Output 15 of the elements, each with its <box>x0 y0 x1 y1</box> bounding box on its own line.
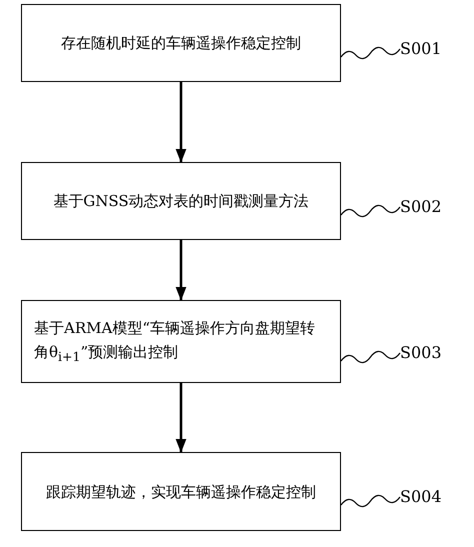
leader-line <box>340 494 400 508</box>
process-box: 基于ARMA模型“车辆遥操作方向盘期望转角θ$_{i+1}$”预测输出控制 <box>21 300 341 383</box>
step-label: S002 <box>400 197 450 217</box>
leader-line <box>340 204 400 218</box>
leader-line <box>340 350 400 364</box>
step-label: S001 <box>400 39 450 59</box>
process-box: 存在随机时延的车辆遥操作稳定控制 <box>21 4 341 82</box>
arrow <box>176 383 186 453</box>
step-label: S004 <box>400 487 450 507</box>
process-box: 跟踪期望轨迹，实现车辆遥操作稳定控制 <box>21 452 341 531</box>
arrow <box>176 82 186 163</box>
step-label: S003 <box>400 343 450 363</box>
leader-line <box>340 46 400 60</box>
arrow <box>176 240 186 301</box>
process-box: 基于GNSS动态对表的时间戳测量方法 <box>21 162 341 240</box>
